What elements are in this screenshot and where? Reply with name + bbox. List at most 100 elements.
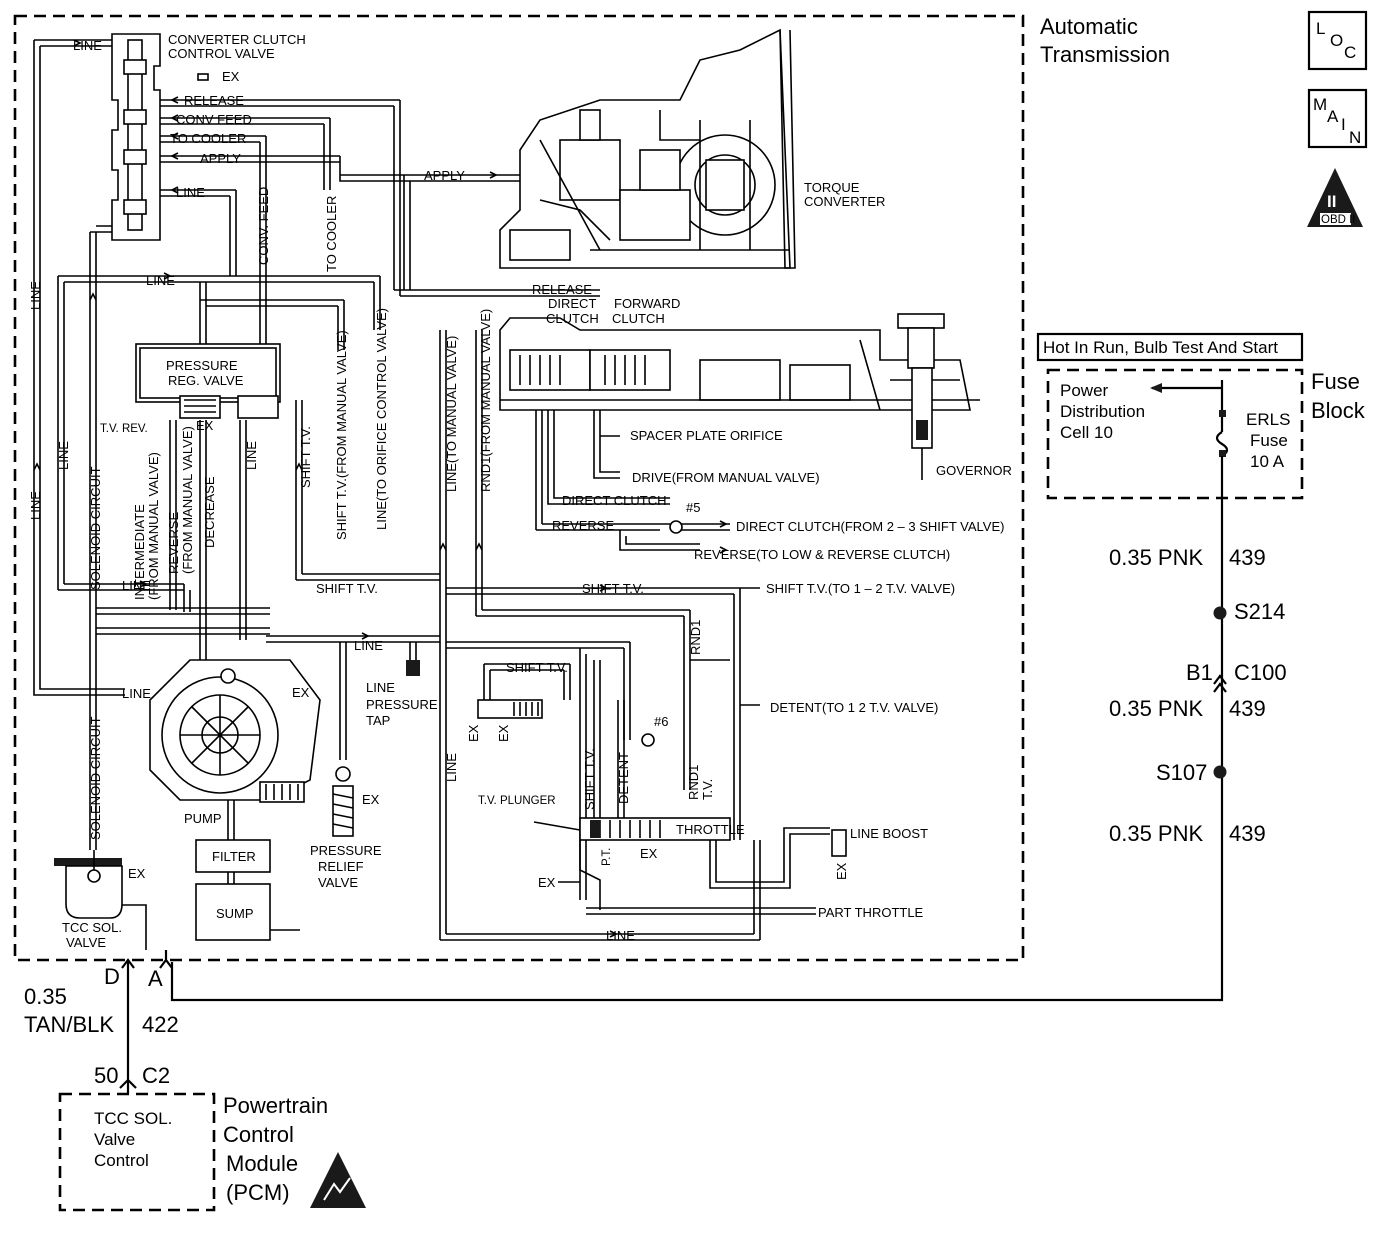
spacer-plate-orifice-label: SPACER PLATE ORIFICE	[630, 428, 783, 443]
svg-text:M: M	[1313, 95, 1327, 114]
line-boost-label: LINE BOOST	[850, 826, 928, 841]
main-badge-icon: M A I N	[1307, 88, 1368, 149]
splice-2-label: S107	[1156, 760, 1207, 785]
pressure-regulator-valve	[135, 343, 281, 419]
shift-tv-label-v: SHIFT T.V.	[582, 748, 597, 810]
tv-plunger-label: T.V. PLUNGER	[478, 795, 556, 807]
ex-label-relief: EX	[362, 792, 380, 807]
torque-converter-drawing	[499, 28, 796, 269]
tv-rev-label: T.V. REV.	[100, 423, 148, 435]
wire-1-size-color: 0.35 PNK	[1109, 545, 1203, 570]
hydraulic-passages	[33, 39, 830, 950]
pump-drawing	[149, 659, 321, 803]
wire-1-circuit: 439	[1229, 545, 1266, 570]
rnd1-label-v1: RND1	[688, 620, 703, 655]
line-label-v3: LINE	[56, 441, 71, 470]
shift-tv-valve-ex	[477, 699, 543, 719]
governor-label: GOVERNOR	[936, 463, 1012, 478]
svg-text:N: N	[1349, 128, 1361, 147]
wire-2-circuit: 439	[1229, 696, 1266, 721]
svg-text:O: O	[1330, 31, 1343, 50]
ex-label-lb: EX	[834, 862, 849, 880]
wire-439	[170, 456, 1224, 1002]
torque-converter-label-1: TORQUE	[804, 180, 860, 195]
direct-clutch-label-1: DIRECT	[548, 296, 596, 311]
line-label-bottom: LINE	[606, 928, 635, 943]
drive-label: DRIVE(FROM MANUAL VALVE)	[632, 470, 820, 485]
release-label-2: RELEASE	[532, 282, 592, 297]
shift-tv-to-12-label: SHIFT T.V.(TO 1 – 2 T.V. VALVE)	[766, 581, 955, 596]
ex-label-tv: EX	[640, 846, 658, 861]
sump-label: SUMP	[216, 906, 254, 921]
check-6-label: #6	[654, 714, 668, 729]
line-pressure-tap-label-2: PRESSURE	[366, 697, 438, 712]
line-label-cc: LINE	[176, 185, 205, 200]
detent-label-v: DETENT	[616, 752, 631, 804]
wire-3-size-color: 0.35 PNK	[1109, 821, 1203, 846]
pcm-conn-label: C2	[142, 1063, 170, 1088]
tcc-wire-circuit: 422	[142, 1012, 179, 1037]
pt-label: P.T.	[601, 848, 613, 866]
svg-text:II: II	[1327, 192, 1336, 211]
reverse-manual-label-2: (FROM MANUAL VALVE)	[180, 426, 195, 574]
esd-warning-icon	[310, 1152, 366, 1208]
tcc-sol-label-1: TCC SOL.	[62, 920, 122, 935]
to-cooler-vertical-label: TO COOLER	[324, 196, 339, 272]
ex-label-pr: EX	[196, 418, 214, 433]
line-boost-valve	[831, 829, 847, 857]
fuse-label-3: 10 A	[1250, 452, 1285, 471]
wire-2-size-color: 0.35 PNK	[1109, 696, 1203, 721]
hot-in-run-label: Hot In Run, Bulb Test And Start	[1043, 338, 1278, 357]
tcc-sol-label-2: VALVE	[66, 935, 106, 950]
svg-text:OBD II: OBD II	[1321, 214, 1356, 226]
solenoid-circuit-label-1: SOLENOID CIRCUIT	[88, 466, 103, 590]
forward-clutch-label-1: FORWARD	[614, 296, 680, 311]
pressure-relief-label-2: RELIEF	[318, 859, 364, 874]
intermediate-label-2: (FROM MANUAL VALVE)	[146, 452, 161, 600]
svg-text:I: I	[1341, 115, 1346, 134]
converter-clutch-label-2: CONTROL VALVE	[168, 46, 275, 61]
ex-label-pt: EX	[538, 875, 556, 890]
solenoid-circuit-label-2: SOLENOID CIRCUIT	[88, 716, 103, 840]
detent-to-12-label: DETENT(TO 1 2 T.V. VALVE)	[770, 700, 938, 715]
pcm-inner-label-1: TCC SOL.	[94, 1109, 172, 1128]
svg-text:C: C	[1344, 43, 1356, 62]
part-throttle-label: PART THROTTLE	[818, 905, 924, 920]
pcm-inner-label-2: Valve	[94, 1130, 135, 1149]
fuse-label-2: Fuse	[1250, 431, 1288, 450]
tv-label-v: T.V.	[700, 779, 715, 800]
pcm-boundary	[58, 1092, 216, 1212]
reverse-to-low-label: REVERSE(TO LOW & REVERSE CLUTCH)	[694, 547, 950, 562]
apply-label: APPLY	[200, 151, 241, 166]
pcm-name-label-4: (PCM)	[226, 1180, 290, 1205]
pcm-pin-label: 50	[94, 1063, 118, 1088]
line-label-mid: LINE	[146, 273, 175, 288]
line-pressure-tap-label-1: LINE	[366, 680, 395, 695]
check-ball-5	[669, 520, 683, 534]
fuse-block-label-2: Block	[1311, 398, 1366, 423]
pin-d-label: D	[104, 964, 120, 989]
line-label-v1: LINE	[28, 281, 43, 310]
direct-clutch-label: DIRECT CLUTCH	[562, 493, 667, 508]
clutch-pack-drawing	[499, 317, 980, 411]
splice-1-label: S214	[1234, 599, 1285, 624]
filter-box	[195, 839, 271, 873]
ex-label-tcc: EX	[128, 866, 146, 881]
erls-fuse-icon	[1150, 380, 1229, 457]
line-label-h2: LINE	[354, 638, 383, 653]
line-to-manual-label: LINE(TO MANUAL VALVE)	[444, 336, 459, 492]
line-pressure-tap	[406, 660, 420, 676]
filter-label: FILTER	[212, 849, 256, 864]
decrease-label: DECREASE	[202, 476, 217, 548]
check-ball-6	[641, 733, 655, 747]
converter-clutch-control-valve	[111, 33, 161, 241]
connector-c100-icon	[1213, 674, 1227, 693]
pcm-name-label-3: Module	[226, 1151, 298, 1176]
transmission-title-line1: Automatic	[1040, 14, 1138, 39]
conn-c100-label: C100	[1234, 660, 1287, 685]
pressure-relief-valve	[332, 766, 354, 837]
splice-s214	[1213, 606, 1227, 620]
line-label-v2: LINE	[28, 491, 43, 520]
transmission-boundary	[13, 14, 1025, 962]
